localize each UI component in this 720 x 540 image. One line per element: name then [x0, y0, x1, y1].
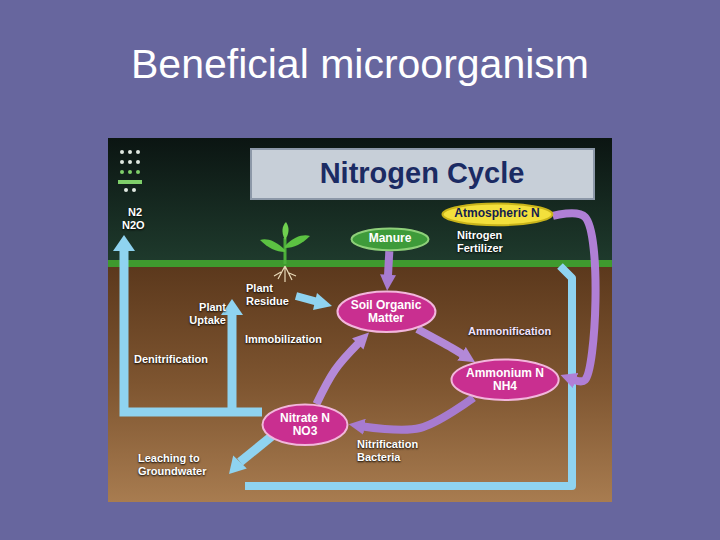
flow-arrow [363, 398, 474, 430]
denitrification-arrow [124, 250, 262, 412]
process-label: Leaching to Groundwater [138, 452, 220, 477]
node-text: Nitrogen Cycle [320, 158, 525, 190]
ellipse-shape [451, 360, 558, 400]
pool-ellipse: Ammonium N NH4 [450, 358, 560, 401]
uptake-arrow [228, 314, 237, 412]
flow-arrow [553, 213, 596, 381]
sky [108, 138, 612, 265]
process-label: Ammonification [468, 325, 568, 338]
source-ellipse: Manure [350, 227, 430, 252]
process-label: N2O [122, 219, 162, 232]
arrow-head [313, 293, 332, 310]
source-ellipse: Atmospheric N [441, 202, 554, 227]
leaching-arrow [240, 436, 272, 462]
process-label: Nitrogen Fertilizer [457, 229, 519, 254]
residue-arrow [296, 296, 318, 302]
node-text: Soil Organic Matter [341, 299, 431, 325]
water-arrows [113, 235, 572, 486]
grass-line [108, 260, 612, 267]
arrow-head [229, 455, 247, 474]
flow-arrow [417, 329, 463, 355]
ellipse-shape [337, 292, 435, 332]
plant [260, 222, 310, 282]
process-label: Nitrification Bacteria [357, 438, 427, 463]
title-banner: Nitrogen Cycle [250, 148, 595, 200]
flow-arrow [316, 343, 358, 404]
process-label: Plant Uptake [176, 301, 226, 326]
process-label: N2 [128, 206, 168, 219]
node-text: Ammonium N NH4 [465, 367, 545, 393]
fertilizer-flow [245, 266, 572, 486]
slide-title: Beneficial microorganism [0, 42, 720, 87]
ellipse-shape [263, 405, 348, 445]
node-text: Manure [369, 232, 412, 245]
flow-arrow [388, 251, 389, 276]
pool-ellipse: Nitrate N NO3 [261, 403, 349, 446]
process-label: Plant Residue [246, 282, 296, 307]
arrow-head [113, 235, 135, 251]
node-text: Nitrate N NO3 [274, 412, 336, 438]
pool-ellipse: Soil Organic Matter [336, 290, 437, 333]
corner-icon [118, 150, 142, 192]
ellipse-shape [442, 203, 552, 225]
node-text: Atmospheric N [454, 207, 539, 220]
ellipse-shape [352, 228, 429, 250]
process-label: Immobilization [245, 333, 335, 346]
banner-shape [251, 149, 594, 199]
process-label: Denitrification [134, 353, 224, 366]
picture-frame [108, 138, 612, 502]
soil [108, 265, 612, 502]
